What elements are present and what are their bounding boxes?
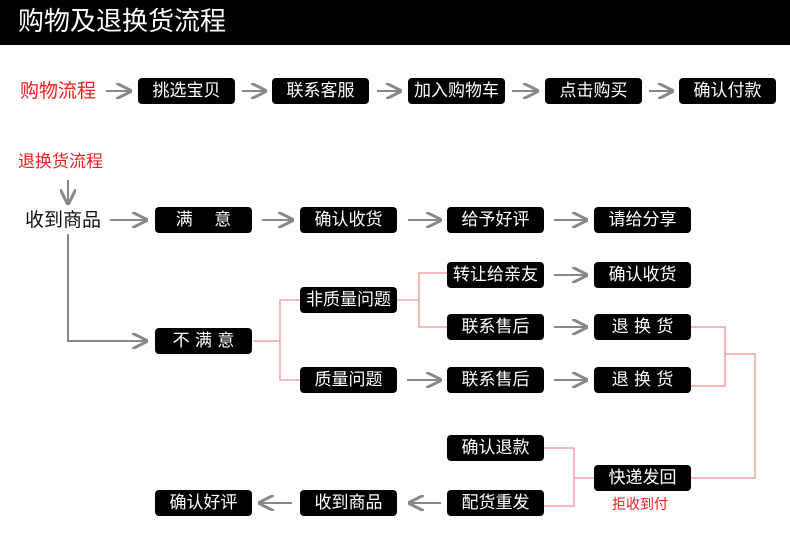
- cod-refused-note: 拒收到付: [612, 497, 668, 513]
- step-contact-service: 联系客服: [272, 78, 369, 104]
- start-received-goods: 收到商品: [25, 209, 102, 231]
- contact-aftersales-box: 联系售后: [447, 314, 544, 340]
- quality-issue-box: 质量问题: [300, 367, 397, 393]
- shopping-flow-label: 购物流程: [20, 80, 97, 102]
- unsatisfied-box: 不 满 意: [155, 328, 252, 354]
- step-choose-item: 挑选宝贝: [138, 78, 235, 104]
- received-goods-box: 收到商品: [300, 490, 397, 516]
- return-exchange-box: 退 换 货: [594, 314, 691, 340]
- arrow: [67, 234, 146, 341]
- transfer-to-friend-box: 转让给亲友: [447, 262, 544, 288]
- give-review-box: 给予好评: [447, 207, 544, 233]
- satisfied-box: 满 意: [155, 207, 252, 233]
- reship-box: 配货重发: [447, 490, 544, 516]
- confirm-receipt-box-2: 确认收货: [594, 262, 691, 288]
- returns-flow-label: 退换货流程: [18, 152, 103, 172]
- confirm-refund-box: 确认退款: [447, 435, 544, 461]
- contact-aftersales-box-2: 联系售后: [447, 367, 544, 393]
- express-return-box: 快递发回: [594, 465, 691, 491]
- confirm-receipt-box: 确认收货: [300, 207, 397, 233]
- step-click-buy: 点击购买: [545, 78, 642, 104]
- non-quality-issue-box: 非质量问题: [300, 287, 397, 313]
- page-title: 购物及退换货流程: [18, 7, 227, 37]
- step-confirm-payment: 确认付款: [679, 78, 776, 104]
- confirm-review-box: 确认好评: [155, 490, 252, 516]
- step-add-to-cart: 加入购物车: [408, 78, 505, 104]
- header-bar: 购物及退换货流程: [0, 0, 790, 45]
- return-exchange-box-2: 退 换 货: [594, 367, 691, 393]
- please-share-box: 请给分享: [594, 207, 691, 233]
